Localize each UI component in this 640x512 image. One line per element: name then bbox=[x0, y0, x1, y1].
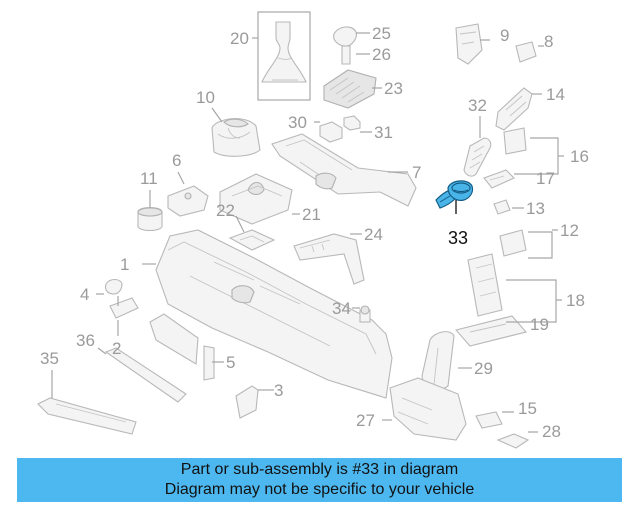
part-34-bolt bbox=[359, 305, 371, 323]
part-32-cylinder bbox=[463, 137, 492, 177]
part-16-17-switch bbox=[483, 127, 527, 189]
callout-25: 25 bbox=[372, 24, 391, 43]
callout-30: 30 bbox=[288, 113, 307, 132]
part-11-cup bbox=[137, 206, 163, 232]
callout-24: 24 bbox=[364, 225, 383, 244]
callout-12: 12 bbox=[560, 221, 579, 240]
part-21-boot bbox=[219, 173, 293, 225]
callout-1: 1 bbox=[120, 255, 129, 274]
part-27-base bbox=[389, 377, 467, 441]
callout-17: 17 bbox=[536, 169, 555, 188]
part-1-main-console bbox=[155, 229, 393, 399]
part-30-31-clip bbox=[319, 115, 361, 143]
part-7-upper-console bbox=[271, 133, 417, 207]
callout-14: 14 bbox=[546, 85, 565, 104]
part-3-bracket bbox=[235, 385, 259, 419]
callout-11: 11 bbox=[140, 169, 158, 188]
part-18-19-panel bbox=[454, 253, 528, 347]
callout-28: 28 bbox=[542, 422, 561, 441]
callout-23: 23 bbox=[384, 79, 403, 98]
callout-26: 26 bbox=[372, 45, 391, 64]
callout-13: 13 bbox=[526, 199, 545, 218]
banner-part-note: Part or sub-assembly is #33 in diagram bbox=[180, 461, 459, 478]
callout-3: 3 bbox=[274, 381, 283, 400]
part-22-bezel bbox=[228, 229, 276, 251]
callout-2: 2 bbox=[112, 339, 121, 358]
banner-disclaimer: Diagram may not be specific to your vehi… bbox=[164, 481, 475, 498]
part-24-bracket bbox=[293, 233, 365, 285]
part-36-5-side-panel bbox=[104, 313, 215, 403]
part-6-cover bbox=[167, 185, 209, 217]
callout-36: 36 bbox=[76, 331, 95, 350]
part-35-rail bbox=[37, 397, 137, 435]
callout-labels: 1 2 3 4 5 6 7 8 9 10 11 12 13 14 15 16 1… bbox=[40, 24, 589, 441]
callout-19: 19 bbox=[530, 315, 549, 334]
callout-7: 7 bbox=[412, 163, 421, 182]
part-13-12-cover bbox=[493, 199, 527, 257]
callout-35: 35 bbox=[40, 349, 59, 368]
part-33-highlighted[interactable] bbox=[435, 180, 474, 209]
part-20-shift-boot bbox=[257, 11, 311, 101]
callout-15: 15 bbox=[518, 399, 537, 418]
callout-32: 32 bbox=[468, 96, 487, 115]
callout-29: 29 bbox=[474, 359, 493, 378]
part-10-bellows bbox=[211, 118, 261, 157]
part-14-trim bbox=[495, 87, 533, 131]
callout-6: 6 bbox=[172, 151, 181, 170]
part-25-26-23-shifter bbox=[323, 26, 377, 109]
callout-9: 9 bbox=[500, 26, 509, 45]
callout-4: 4 bbox=[80, 285, 89, 304]
callout-8: 8 bbox=[544, 32, 553, 51]
callout-20: 20 bbox=[230, 29, 249, 48]
part-9-8-bracket bbox=[455, 23, 537, 65]
callout-34: 34 bbox=[332, 299, 351, 318]
callout-5: 5 bbox=[226, 353, 235, 372]
parts-diagram: 1 2 3 4 5 6 7 8 9 10 11 12 13 14 15 16 1… bbox=[37, 11, 589, 449]
callout-21: 21 bbox=[302, 205, 321, 224]
callout-10: 10 bbox=[196, 88, 215, 107]
callout-31: 31 bbox=[374, 123, 393, 142]
info-banner: Part or sub-assembly is #33 in diagram D… bbox=[17, 458, 622, 502]
callout-18: 18 bbox=[566, 291, 585, 310]
part-15-28-pads bbox=[475, 411, 530, 449]
callout-33: 33 bbox=[448, 228, 468, 248]
part-4-2-bracket bbox=[104, 278, 139, 319]
callout-27: 27 bbox=[356, 411, 375, 430]
callout-16: 16 bbox=[570, 147, 589, 166]
callout-22: 22 bbox=[216, 201, 235, 220]
